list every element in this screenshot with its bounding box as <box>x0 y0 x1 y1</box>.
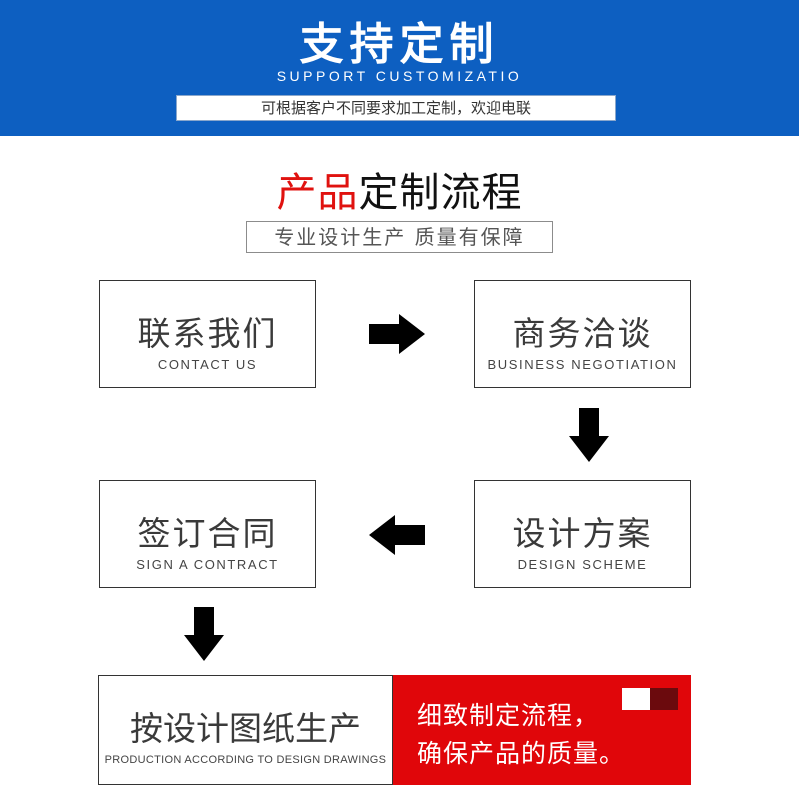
step-design-scheme: 设计方案 DESIGN SCHEME <box>474 480 691 588</box>
step-production: 按设计图纸生产 PRODUCTION ACCORDING TO DESIGN D… <box>98 675 393 785</box>
header-title: 支持定制 <box>299 19 500 70</box>
step-label-en: DESIGN SCHEME <box>517 557 648 572</box>
step-label-cn: 签订合同 <box>137 514 278 553</box>
decor-dark-block <box>650 688 678 710</box>
section-subtitle: 专业设计生产 质量有保障 <box>246 221 553 253</box>
decor-white-block <box>622 688 650 710</box>
callout-line-2: 确保产品的质量。 <box>417 739 626 768</box>
arrow-left-icon <box>369 515 425 555</box>
arrow-right-icon <box>369 314 425 354</box>
section-title-black: 定制流程 <box>358 170 523 216</box>
step-sign-contract: 签订合同 SIGN A CONTRACT <box>99 480 316 588</box>
arrow-down-icon <box>569 408 609 462</box>
step-label-en: CONTACT US <box>157 357 258 372</box>
header-note: 可根据客户不同要求加工定制，欢迎电联 <box>176 95 616 121</box>
step-label-cn: 按设计图纸生产 <box>130 709 361 748</box>
step-label-cn: 商务洽谈 <box>512 314 653 353</box>
step-label-en: BUSINESS NEGOTIATION <box>487 357 678 372</box>
section-title: 产品定制流程 <box>0 160 799 218</box>
arrow-down-icon <box>184 607 224 661</box>
step-business-negotiation: 商务洽谈 BUSINESS NEGOTIATION <box>474 280 691 388</box>
step-label-en: SIGN A CONTRACT <box>136 557 279 572</box>
step-label-cn: 联系我们 <box>137 314 278 353</box>
section-title-red: 产品 <box>276 170 359 216</box>
step-contact-us: 联系我们 CONTACT US <box>99 280 316 388</box>
callout-line-1: 细致制定流程， <box>417 701 600 730</box>
step-label-en: PRODUCTION ACCORDING TO DESIGN DRAWINGS <box>104 754 387 766</box>
header-subtitle: SUPPORT CUSTOMIZATIO <box>276 68 523 84</box>
step-label-cn: 设计方案 <box>512 514 653 553</box>
